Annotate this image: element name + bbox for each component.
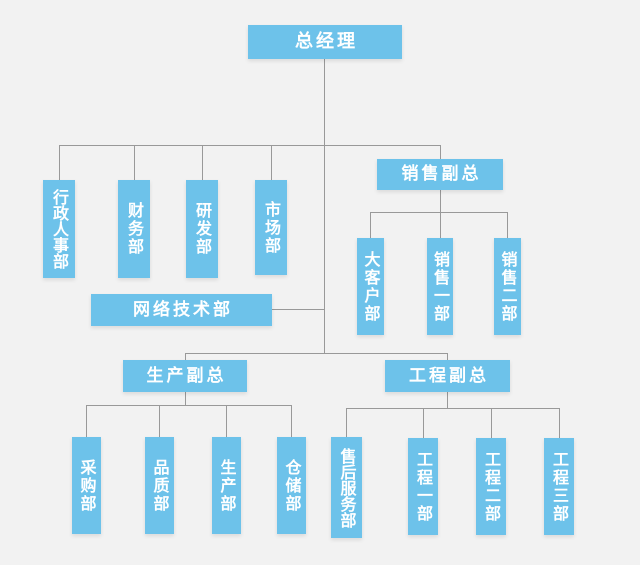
- connector-drop-production-vp: [185, 353, 186, 360]
- connector-sales-horizontal: [370, 212, 507, 213]
- org-node-engineering-dept2: 工程二部: [476, 438, 506, 535]
- connector-drop-quality: [159, 405, 160, 437]
- org-node-key-accounts: 大客户部: [357, 238, 384, 335]
- connector-drop-sales-dept1: [440, 212, 441, 238]
- connector-production-horizontal: [86, 405, 291, 406]
- org-node-production: 生产部: [212, 437, 241, 534]
- org-node-sales-dept1: 销售一部: [427, 238, 453, 335]
- connector-engineering-vp-down: [447, 392, 448, 408]
- org-node-production-vp: 生产副总: [123, 360, 247, 392]
- connector-production-vp-down: [185, 392, 186, 405]
- connector-drop-after-sales: [346, 408, 347, 437]
- connector-drop-sales-vp: [440, 145, 441, 159]
- org-node-engineering-dept1: 工程一部: [408, 438, 438, 535]
- connector-drop-engineering-dept3: [559, 408, 560, 438]
- connector-drop-key-accounts: [370, 212, 371, 238]
- connector-drop-procurement: [86, 405, 87, 437]
- org-node-engineering-vp: 工程副总: [385, 360, 510, 392]
- connector-engineering-horizontal: [346, 408, 559, 409]
- connector-trunk: [324, 59, 325, 353]
- org-node-network-tech: 网络技术部: [91, 294, 272, 326]
- connector-sales-vp-down: [440, 190, 441, 212]
- connector-network-tech: [272, 309, 324, 310]
- org-node-procurement: 采购部: [72, 437, 101, 534]
- connector-drop-warehouse: [291, 405, 292, 437]
- org-node-sales-dept2: 销售二部: [494, 238, 521, 335]
- connector-level1-horizontal: [59, 145, 440, 146]
- org-node-engineering-dept3: 工程三部: [544, 438, 574, 535]
- connector-drop-admin-hr: [59, 145, 60, 180]
- org-node-warehouse: 仓储部: [277, 437, 306, 534]
- org-node-marketing: 市场部: [255, 180, 287, 275]
- org-node-ceo: 总经理: [248, 25, 402, 59]
- connector-drop-engineering-dept2: [491, 408, 492, 438]
- org-node-quality: 品质部: [145, 437, 174, 534]
- connector-drop-rnd: [202, 145, 203, 180]
- org-node-sales-vp: 销售副总: [377, 159, 503, 190]
- org-node-after-sales: 售后服务部: [331, 437, 362, 538]
- connector-drop-production: [226, 405, 227, 437]
- connector-drop-marketing: [271, 145, 272, 180]
- connector-level2-horizontal: [185, 353, 447, 354]
- org-node-rnd: 研发部: [186, 180, 218, 278]
- connector-drop-finance: [134, 145, 135, 180]
- connector-drop-engineering-vp: [447, 353, 448, 360]
- connector-drop-engineering-dept1: [423, 408, 424, 438]
- org-node-finance: 财务部: [118, 180, 150, 278]
- org-node-admin-hr: 行政人事部: [43, 180, 75, 278]
- connector-drop-sales-dept2: [507, 212, 508, 238]
